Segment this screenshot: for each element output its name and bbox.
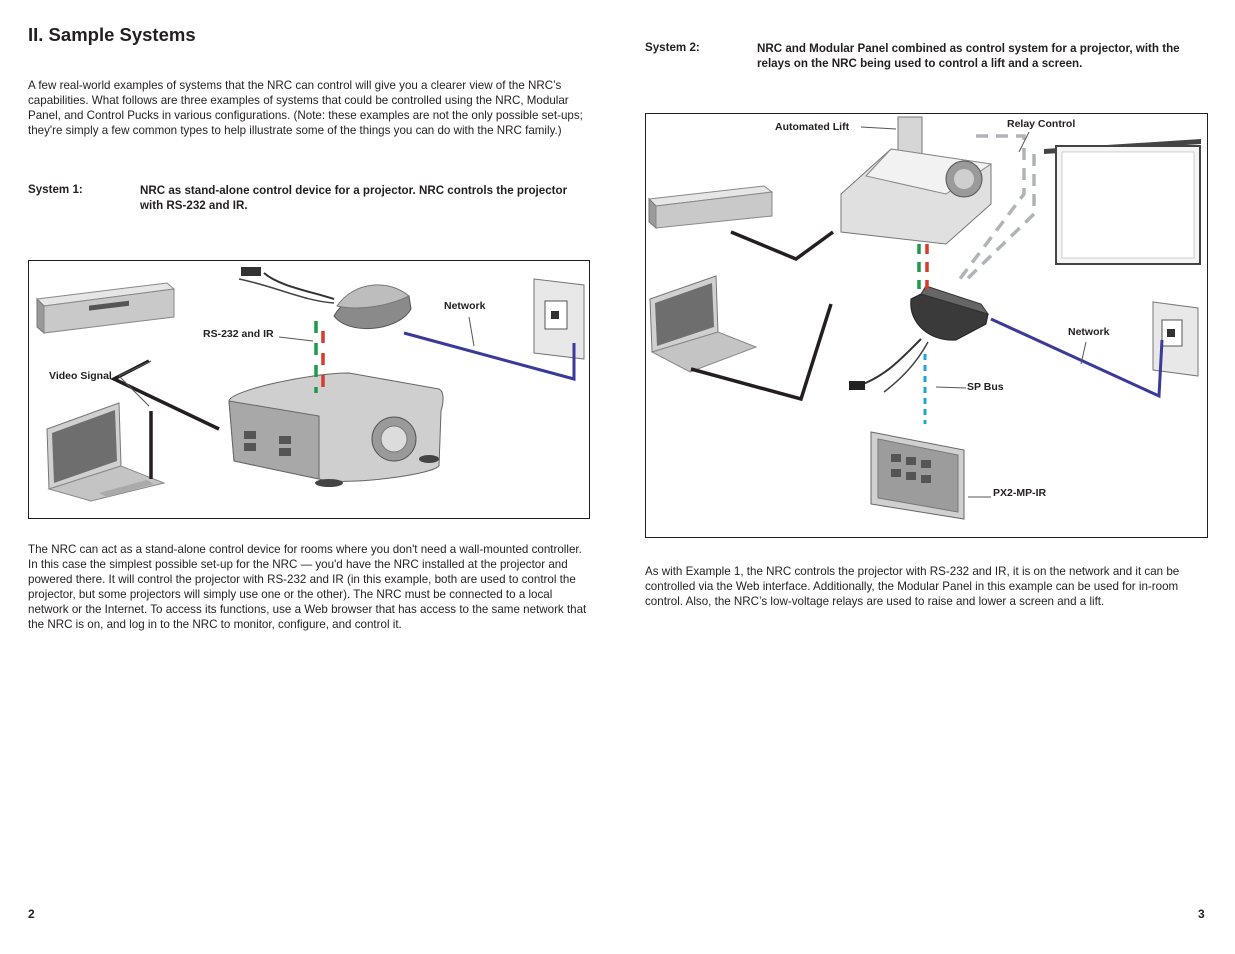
modular-panel-icon [870, 431, 965, 520]
leader-line [935, 386, 967, 389]
leader-line [278, 336, 314, 342]
system1-label: System 1: [28, 183, 83, 196]
page-number-left: 2 [28, 907, 35, 921]
network-label: Network [1068, 326, 1110, 338]
nrc-controller-icon [849, 285, 990, 393]
rs232-ir-label: RS-232 and IR [203, 328, 274, 340]
video-cable-laptop [690, 303, 833, 402]
video-signal-label: Video Signal [49, 370, 112, 382]
intro-paragraph: A few real-world examples of systems tha… [28, 79, 583, 137]
system2-diagram: Automated Lift Relay Control Network SP … [645, 113, 1208, 538]
leader-line [1080, 341, 1087, 365]
system2-diagram-art [647, 116, 1201, 520]
page-number-right: 3 [1198, 907, 1205, 921]
network-cable [990, 317, 1164, 399]
laptop-icon [46, 402, 166, 502]
projector-icon [228, 372, 444, 487]
system2-label: System 2: [645, 41, 700, 54]
leader-line [118, 360, 152, 377]
nrc-controller-icon [238, 267, 412, 330]
leader-line [468, 316, 475, 347]
dvd-player-icon [647, 185, 774, 230]
network-wall-jack-icon [1152, 301, 1199, 377]
network-wall-jack-icon [533, 278, 585, 360]
system1-diagram: Network RS-232 and IR Video Signal [28, 260, 590, 519]
leader-line [118, 375, 150, 407]
px2-mp-ir-label: PX2-MP-IR [993, 487, 1047, 499]
leader-line [1018, 131, 1030, 153]
lift-projector-icon [840, 116, 993, 245]
network-cable [403, 331, 576, 381]
automated-lift-label: Automated Lift [775, 121, 850, 133]
projection-screen-icon [1044, 139, 1201, 265]
system1-body: The NRC can act as a stand-alone control… [28, 543, 587, 631]
relay-line-screen [962, 154, 1036, 284]
system2-body: As with Example 1, the NRC controls the … [645, 565, 1180, 608]
system1-diagram-art [35, 267, 585, 502]
video-cable [730, 230, 835, 261]
laptop-icon [649, 275, 758, 373]
sp-bus-label: SP Bus [967, 381, 1004, 393]
relay-line-lift [954, 134, 1026, 286]
system2-description: NRC and Modular Panel combined as contro… [757, 42, 1180, 70]
network-label: Network [444, 300, 486, 312]
dvd-player-icon [35, 282, 176, 335]
relay-control-label: Relay Control [1007, 118, 1076, 130]
leader-line [860, 126, 897, 130]
section-heading: II. Sample Systems [28, 24, 196, 45]
system1-description: NRC as stand-alone control device for a … [140, 184, 568, 212]
